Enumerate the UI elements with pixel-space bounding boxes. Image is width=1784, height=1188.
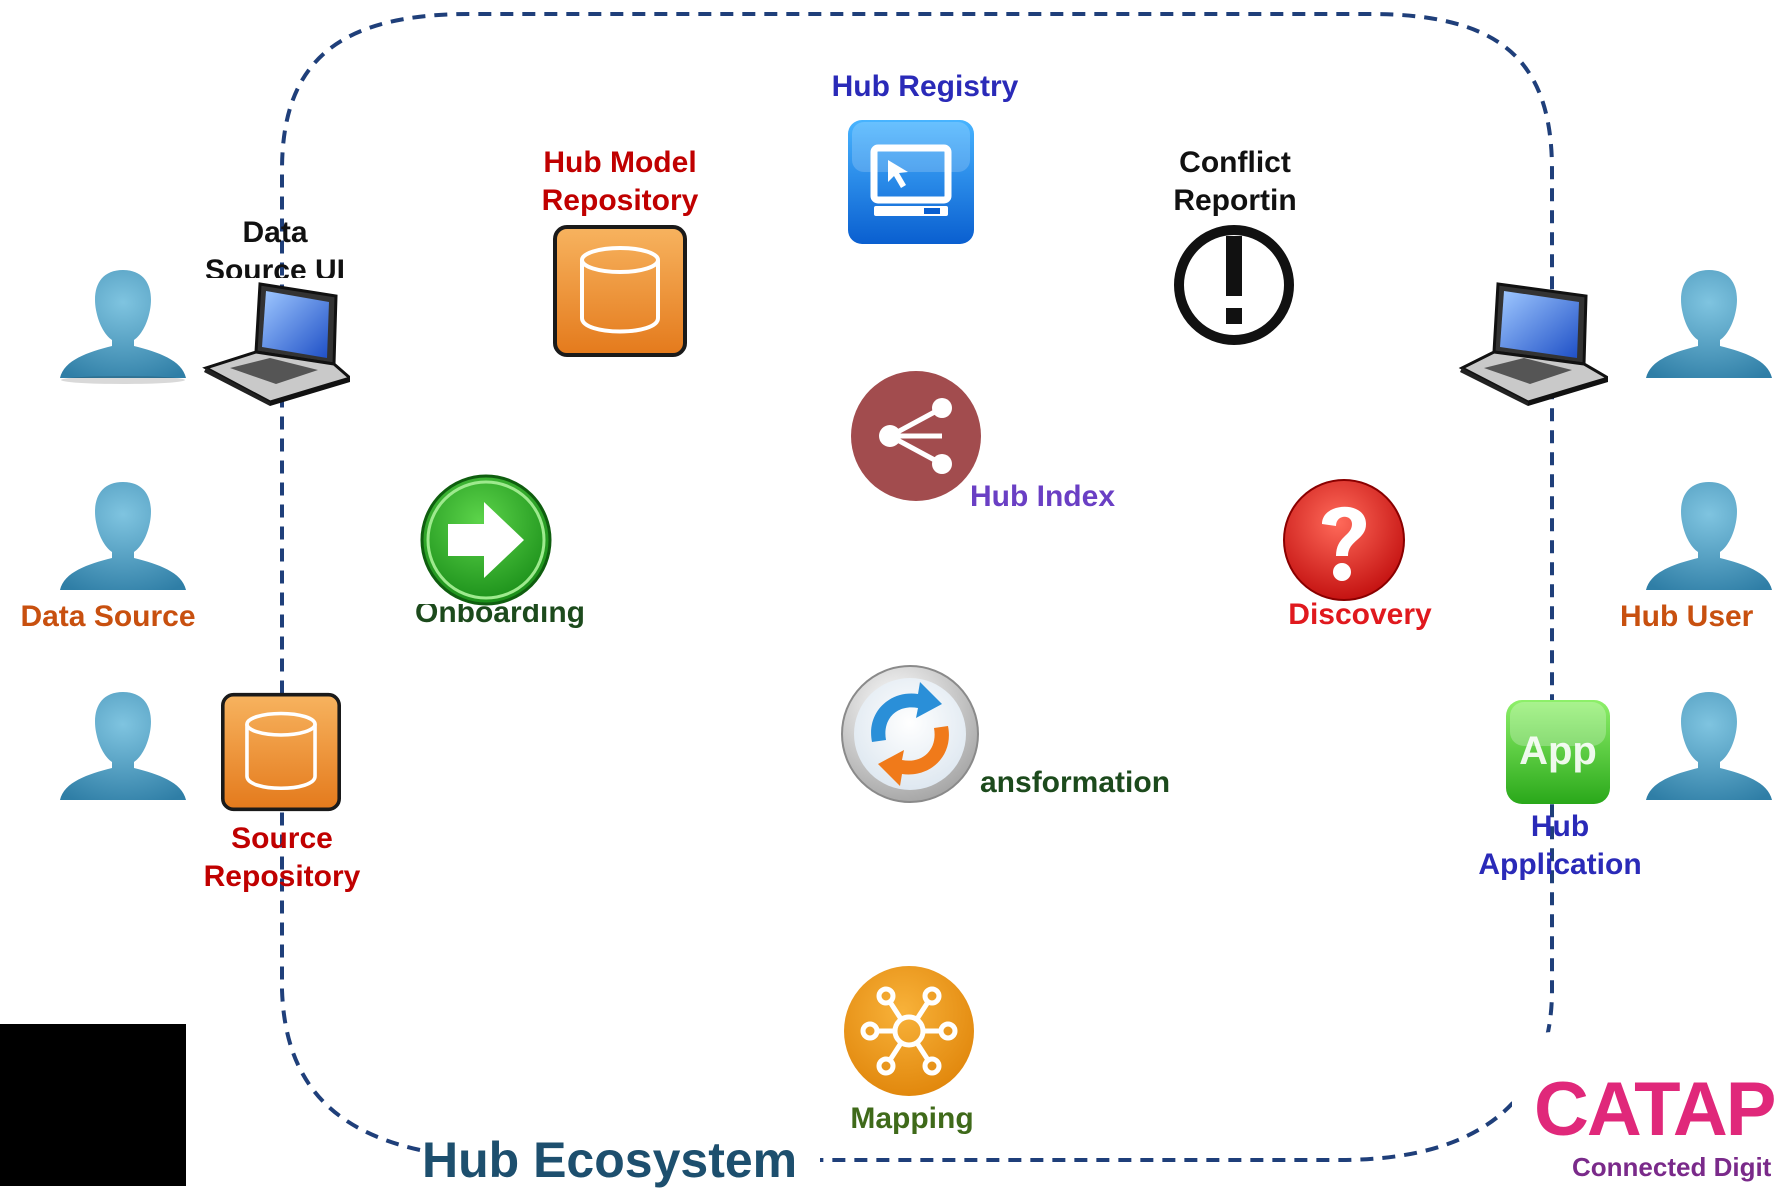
network-icon [844, 966, 974, 1096]
conflict-reporting-label-2: Reportin [1173, 184, 1297, 217]
onboarding-label-clip: Onboarding [400, 604, 600, 636]
hub-model-database-icon [553, 225, 687, 357]
person-icon [1646, 482, 1772, 590]
transformation-label-clip: ansformation [980, 764, 1190, 804]
hub-registry-label: Hub Registry [831, 70, 1019, 103]
person-icon [60, 482, 186, 590]
refresh-icon [841, 665, 979, 803]
laptop-icon [202, 282, 350, 406]
hub-application-label-1: Hub [1530, 810, 1590, 843]
person-icon [60, 692, 186, 800]
black-panel [0, 1024, 186, 1186]
catapult-logo-text: CATAP [1534, 1067, 1776, 1152]
question-icon [1283, 479, 1405, 601]
source-database-icon [221, 692, 341, 812]
person-icon [60, 270, 186, 384]
ecosystem-title: Hub Ecosystem [422, 1132, 798, 1188]
source-repository-label-2: Repository [203, 860, 361, 893]
data-source-ui-label-2: Source UI [204, 254, 346, 278]
transformation-label: ansformation [980, 766, 1171, 799]
person-icon [1646, 692, 1772, 800]
hub-model-repository-label-1: Hub Model [543, 146, 697, 179]
discovery-label-clip: Discovery [1260, 602, 1460, 636]
catapult-logo-bg [1512, 1032, 1784, 1186]
share-icon [851, 371, 981, 501]
app-icon: App [1506, 700, 1610, 804]
data-source-label: Data Source [20, 600, 196, 633]
catapult-logo: CATAP Connected Digit [1512, 1032, 1784, 1186]
discovery-label: Discovery [1288, 602, 1432, 631]
hub-index-label: Hub Index [970, 480, 1116, 513]
conflict-reporting-label-1: Conflict [1179, 146, 1291, 179]
data-source-ui-label-1: Data [242, 216, 308, 249]
app-icon-text: App [1519, 729, 1597, 773]
person-icon [1646, 270, 1772, 378]
laptop-icon-right [1458, 282, 1608, 406]
source-repository-label-1: Source [231, 822, 333, 855]
hub-user-label: Hub User [1620, 600, 1754, 633]
onboarding-label: Onboarding [415, 604, 585, 629]
arrow-right-icon [420, 474, 552, 606]
catapult-logo-subtext: Connected Digit [1572, 1152, 1772, 1182]
hub-model-repository-label-2: Repository [541, 184, 699, 217]
data-source-ui-label-2-clip: Source UI [180, 250, 370, 278]
hub-application-label-2: Application [1478, 848, 1642, 881]
mapping-label: Mapping [850, 1102, 974, 1135]
exclamation-icon [1174, 225, 1294, 345]
monitor-icon [848, 120, 974, 244]
